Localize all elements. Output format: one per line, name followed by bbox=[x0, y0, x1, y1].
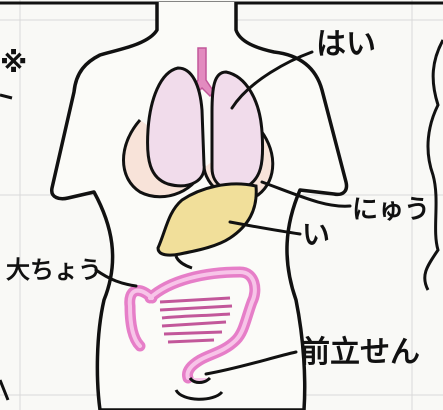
prostate bbox=[190, 378, 210, 383]
left-edge-mark-bottom bbox=[0, 380, 8, 400]
neighbor-figure-edge bbox=[425, 40, 443, 290]
label-large-intestine: 大ちょう bbox=[6, 256, 102, 284]
left-edge-mark bbox=[0, 95, 12, 98]
label-stomach: い bbox=[302, 218, 330, 251]
label-prostate: 前立せん bbox=[300, 335, 420, 370]
label-lungs: はい bbox=[316, 27, 376, 62]
label-breast: にゅう bbox=[352, 195, 430, 225]
note-mark: ※ bbox=[0, 46, 27, 79]
